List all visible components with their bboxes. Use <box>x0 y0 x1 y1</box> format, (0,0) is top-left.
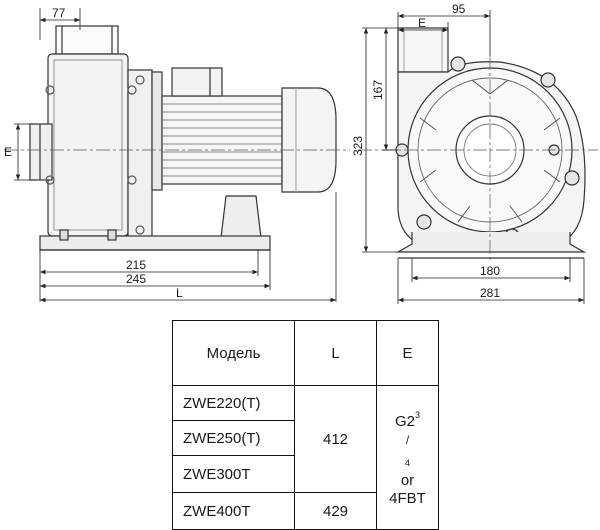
discharge-flange <box>55 25 119 55</box>
suction-flange <box>29 123 53 181</box>
dim-total-length: L <box>176 286 183 300</box>
outlet-pipe <box>397 27 449 73</box>
table-row: ZWE300T <box>172 455 439 493</box>
front-base-plate <box>395 232 587 253</box>
dim-side-top: 77 <box>52 6 66 20</box>
motor-body <box>161 95 283 185</box>
table-row: ZWE250(T) <box>172 420 439 456</box>
dim-base-outer: 245 <box>126 272 146 286</box>
model-cell: ZWE220(T) <box>172 385 295 421</box>
motor-flange <box>151 71 163 191</box>
length-cell-group-b: 429 <box>294 492 377 530</box>
length-cell-group-a: 412 <box>294 385 377 493</box>
thread-size: G23/4 <box>394 409 421 468</box>
header-length: L <box>294 320 377 386</box>
model-cell: ZWE250(T) <box>172 420 295 456</box>
table-header-row: Модель L E <box>172 320 439 386</box>
header-model: Модель <box>172 320 295 386</box>
dim-total-height: 323 <box>351 136 365 156</box>
model-cell: ZWE400T <box>172 492 295 530</box>
dim-outlet-offset: 95 <box>452 2 466 16</box>
dim-center-height: 167 <box>371 80 385 100</box>
side-view <box>4 25 350 251</box>
or-label: or <box>400 471 415 489</box>
dim-side-flange: E <box>4 145 12 159</box>
housing-flange <box>127 69 153 241</box>
front-view <box>358 27 598 262</box>
connection-cell: G23/4 or 4FBT <box>376 385 439 530</box>
dim-base-width: 180 <box>480 264 500 278</box>
dim-base-inner: 215 <box>126 258 146 272</box>
technical-drawing: 77 E 215 245 L <box>4 2 598 304</box>
terminal-box <box>171 67 223 97</box>
table-row: ZWE220(T) 412 G23/4 or 4FBT <box>172 385 439 530</box>
dim-outlet-e: E <box>418 16 426 30</box>
fan-cover <box>281 87 337 193</box>
pump-housing <box>47 53 129 237</box>
table-row: ZWE400T 429 <box>172 492 439 530</box>
header-connection: E <box>376 320 439 386</box>
alt-connection: 4FBT <box>389 489 426 507</box>
model-spec-table: Модель L E ZWE220(T) 412 G23/4 or 4FBT Z… <box>172 320 439 530</box>
model-cell: ZWE300T <box>172 455 295 493</box>
dim-total-width: 281 <box>480 286 500 300</box>
side-base-plate <box>39 235 271 251</box>
